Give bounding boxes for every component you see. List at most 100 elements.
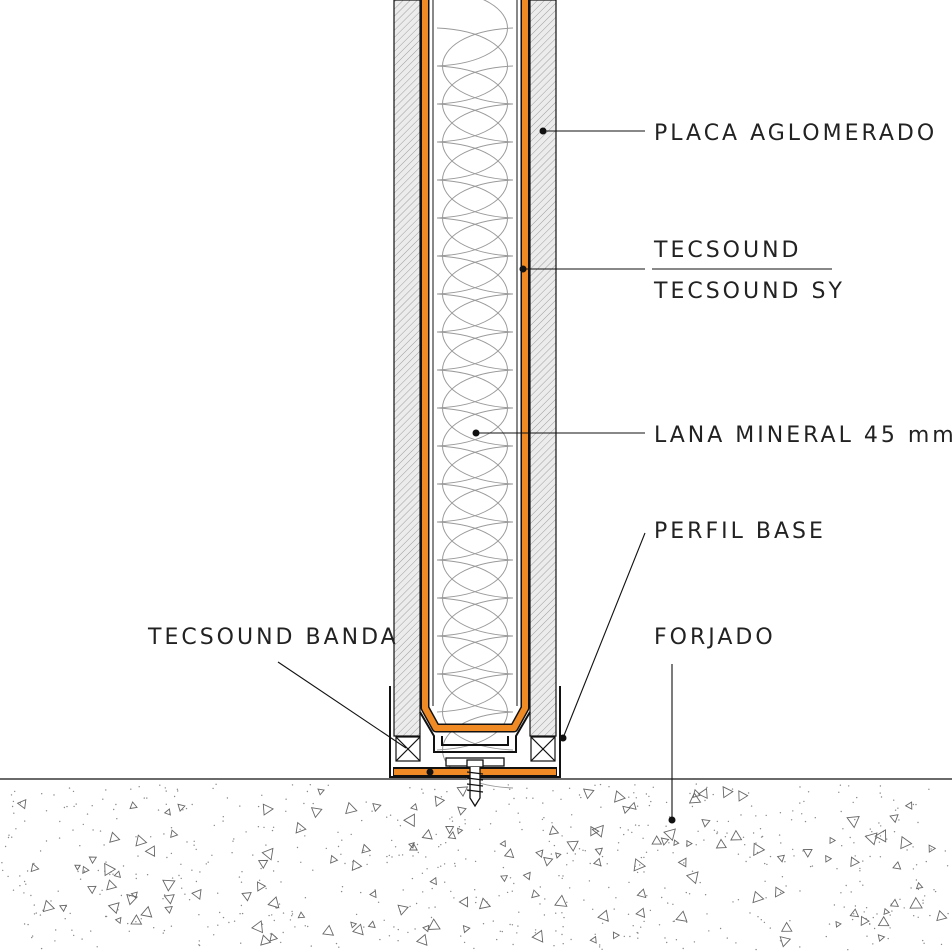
concrete-dot [903, 907, 905, 909]
concrete-dot [697, 830, 699, 832]
concrete-aggregate [408, 842, 415, 849]
concrete-dot [440, 844, 442, 846]
concrete-dot [570, 938, 572, 941]
concrete-aggregate [144, 845, 156, 857]
concrete-dot [176, 788, 179, 790]
concrete-dot [495, 810, 497, 812]
concrete-dot [691, 870, 694, 872]
concrete-dot [365, 801, 367, 803]
concrete-dot [850, 891, 852, 893]
concrete-dot [555, 912, 557, 914]
concrete-aggregate [775, 886, 785, 898]
concrete-dot [162, 932, 164, 934]
concrete-dot [763, 921, 766, 924]
concrete-dot [369, 854, 371, 857]
concrete-dot [760, 919, 762, 921]
concrete-dot [335, 942, 338, 945]
concrete-dot [666, 941, 668, 944]
concrete-dot [280, 941, 282, 944]
concrete-dot [845, 884, 847, 887]
concrete-dot [464, 823, 466, 825]
concrete-dot [922, 899, 924, 901]
concrete-aggregate [191, 888, 202, 901]
concrete-dot [75, 803, 77, 805]
concrete-dot [219, 911, 221, 914]
concrete-dot [727, 820, 730, 823]
concrete-dot [399, 825, 402, 827]
concrete-dot [409, 905, 411, 908]
concrete-aggregate [663, 828, 676, 842]
concrete-dot [764, 862, 766, 865]
concrete-aggregate [503, 848, 515, 859]
concrete-dot [450, 890, 452, 893]
concrete-aggregate [447, 831, 457, 840]
concrete-dot [801, 813, 803, 815]
concrete-dot [627, 829, 629, 831]
concrete-dot [464, 819, 466, 821]
concrete-dot [946, 865, 949, 867]
concrete-dot [552, 790, 554, 792]
concrete-dot [435, 833, 437, 836]
concrete-dot [105, 915, 108, 918]
concrete-dot [173, 795, 176, 798]
concrete-dot [799, 786, 801, 788]
concrete-dot [337, 831, 339, 833]
leader-dots [426, 127, 676, 824]
concrete-dot [268, 914, 270, 917]
concrete-dot [171, 877, 174, 879]
concrete-aggregate [849, 908, 860, 918]
concrete-aggregate [170, 829, 179, 838]
concrete-dot [778, 834, 781, 836]
concrete-dot [4, 845, 7, 848]
concrete-dot [912, 803, 915, 806]
leader-lines [277, 130, 832, 820]
concrete-aggregate [752, 890, 765, 904]
concrete-dot [606, 863, 608, 865]
concrete-dot [14, 790, 16, 793]
concrete-dot [386, 855, 388, 858]
concrete-aggregate [554, 894, 568, 907]
concrete-dot [922, 902, 924, 904]
concrete-aggregate [535, 849, 544, 859]
mineral-wool-cavity [433, 0, 517, 722]
concrete-dot [66, 805, 68, 808]
concrete-dot [170, 925, 173, 927]
concrete-dot [716, 831, 719, 833]
concrete-dot [291, 913, 294, 915]
label-placa-aglomerado: PLACA AGLOMERADO [654, 121, 937, 146]
concrete-dot [398, 854, 400, 856]
concrete-dot [277, 860, 279, 863]
concrete-aggregate [352, 923, 364, 936]
concrete-dot [757, 916, 759, 918]
concrete-dot [599, 783, 602, 786]
concrete-dot [799, 946, 801, 948]
wool-loop [442, 711, 514, 789]
concrete-dot [45, 840, 48, 842]
concrete-aggregate [367, 920, 376, 929]
concrete-dot [31, 936, 33, 939]
concrete-dot [769, 927, 771, 929]
concrete-dot [913, 915, 915, 917]
concrete-dot [578, 794, 581, 796]
concrete-dot [912, 846, 914, 848]
concrete-dot [583, 899, 585, 901]
concrete-dot [649, 909, 652, 912]
concrete-dot [899, 898, 901, 900]
concrete-dot [737, 899, 740, 901]
concrete-aggregate [87, 885, 97, 895]
concrete-aggregate [82, 865, 90, 874]
concrete-dot [713, 829, 716, 831]
concrete-dot [454, 862, 456, 865]
concrete-dot [13, 812, 15, 814]
concrete-dot [82, 823, 85, 826]
concrete-dot [563, 916, 565, 919]
concrete-aggregate [692, 788, 702, 798]
concrete-dot [513, 797, 515, 800]
concrete-dot [341, 839, 343, 841]
label-lana-mineral: LANA MINERAL 45 mm [654, 423, 952, 448]
concrete-aggregate [850, 856, 861, 868]
concrete-dot [865, 907, 868, 909]
concrete-dot [910, 887, 912, 889]
concrete-aggregate [928, 844, 937, 853]
concrete-aggregate [829, 836, 837, 845]
